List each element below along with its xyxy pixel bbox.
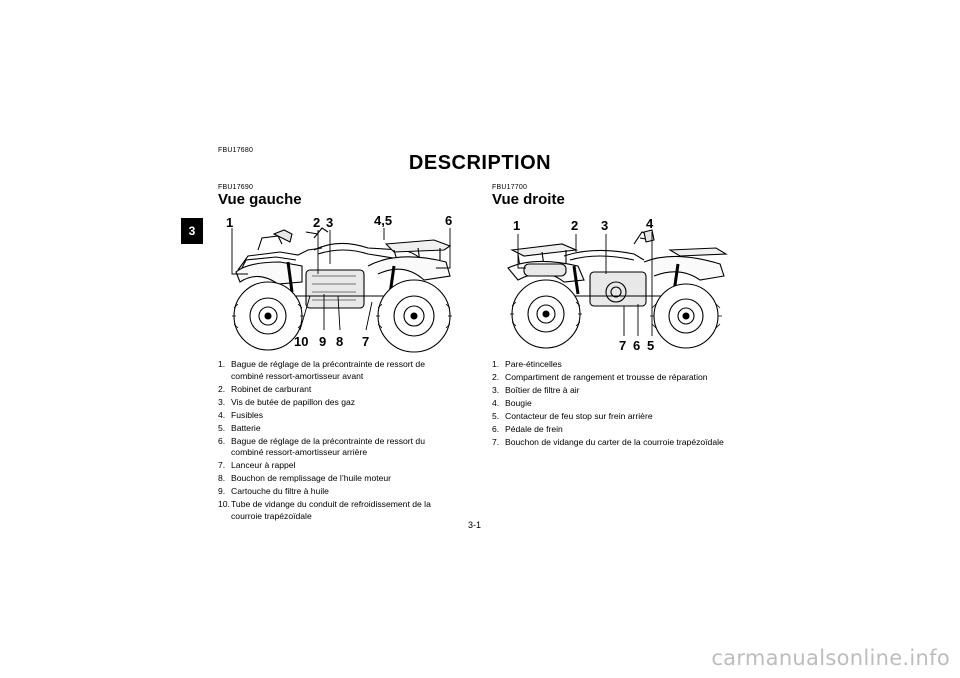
right-callout-4: 4 (646, 216, 654, 231)
atv-left-illustration (232, 227, 452, 353)
item-text: Bougie (505, 398, 532, 408)
page-number: 3-1 (468, 520, 482, 530)
list-item: 3. Boîtier de filtre à air (492, 385, 742, 397)
list-item: 9. Cartouche du filtre à huile (218, 486, 453, 498)
item-text: Bouchon de vidange du carter de la courr… (505, 437, 724, 447)
item-text: Boîtier de filtre à air (505, 385, 580, 395)
item-text: Pare-étincelles (505, 359, 562, 369)
list-item: 6. Bague de réglage de la précontrainte d… (218, 436, 453, 459)
list-item: 10.Tube de vidange du conduit de refroid… (218, 499, 453, 522)
list-item: 5. Contacteur de feu stop sur frein arriè… (492, 411, 742, 423)
item-number: 6. (492, 424, 500, 434)
list-item: 8. Bouchon de remplissage de l’huile mote… (218, 473, 453, 485)
item-text: Robinet de carburant (231, 383, 312, 394)
item-number: 10. (218, 499, 230, 509)
left-callout-7: 7 (362, 334, 369, 349)
list-item: 7. Lanceur à rappel (218, 460, 453, 472)
item-text: Vis de butée de papillon des gaz (231, 396, 356, 407)
left-callout-1: 1 (226, 215, 233, 230)
item-text: Lanceur à rappel (231, 460, 296, 470)
atv-right-illustration (507, 229, 728, 349)
item-number: 2. (492, 372, 500, 382)
right-section-title: Vue droite (492, 191, 565, 208)
left-view-diagram: 1 2 3 4,5 6 10 9 8 7 (226, 213, 452, 353)
right-legend-list: 1. Pare-étincelles 2. Compartiment de rang… (492, 359, 742, 450)
list-item: 3. Vis de butée de papillon des gaz (218, 397, 453, 409)
item-text: Tube de vidange du conduit de refroidiss… (231, 499, 431, 521)
left-section-title: Vue gauche (218, 191, 302, 208)
item-text: Bague de réglage de la précontrainte de … (231, 359, 425, 381)
header-code: FBU17680 (218, 147, 254, 154)
right-section-code: FBU17700 (492, 184, 528, 191)
item-text: Batterie (231, 422, 261, 433)
left-callout-6: 6 (445, 213, 452, 228)
item-number: 6. (218, 435, 226, 446)
item-number: 1. (218, 359, 226, 369)
list-item: 2. Compartiment de rangement et trousse d… (492, 372, 742, 384)
item-text: Cartouche du filtre à huile (231, 486, 329, 496)
right-callout-5: 5 (647, 338, 654, 353)
page-title: DESCRIPTION (408, 152, 552, 174)
list-item: 6. Pédale de frein (492, 424, 742, 436)
item-number: 5. (218, 422, 226, 433)
watermark-link[interactable]: carmanualsonline.info (711, 646, 950, 670)
right-callout-2: 2 (571, 218, 578, 233)
list-item: 1. Bague de réglage de la précontrainte d… (218, 359, 453, 382)
item-text: Compartiment de rangement et trousse de … (505, 372, 708, 382)
item-text: Fusibles (231, 409, 263, 420)
left-callout-4-5: 4,5 (374, 213, 392, 228)
left-callout-8: 8 (336, 334, 343, 349)
item-number: 7. (218, 460, 226, 470)
list-item: 2. Robinet de carburant (218, 384, 453, 396)
item-number: 4. (218, 409, 226, 420)
item-number: 3. (218, 396, 226, 407)
item-text: Contacteur de feu stop sur frein arrière (505, 411, 653, 421)
right-callout-1: 1 (513, 218, 520, 233)
left-callout-3: 3 (326, 215, 333, 230)
item-number: 2. (218, 383, 226, 394)
left-callout-9: 9 (319, 334, 326, 349)
right-callout-7: 7 (619, 338, 626, 353)
item-number: 9. (218, 486, 226, 496)
item-number: 5. (492, 411, 500, 421)
item-text: Pédale de frein (505, 424, 563, 434)
right-view-diagram: 1 2 3 4 7 6 5 (507, 216, 728, 353)
item-number: 7. (492, 437, 500, 447)
chapter-tab: 3 (181, 218, 203, 244)
list-item: 5. Batterie (218, 423, 453, 435)
list-item: 4. Fusibles (218, 410, 453, 422)
item-number: 4. (492, 398, 500, 408)
left-leader-lines (231, 228, 451, 331)
item-text: Bague de réglage de la précontrainte de … (231, 435, 425, 458)
right-leader-lines (517, 232, 653, 336)
list-item: 7. Bouchon de vidange du carter de la cou… (492, 437, 742, 449)
left-callout-10: 10 (294, 334, 308, 349)
left-callout-2: 2 (313, 215, 320, 230)
item-number: 3. (492, 385, 500, 395)
left-legend-list: 1. Bague de réglage de la précontrainte d… (218, 359, 453, 524)
item-text: Bouchon de remplissage de l’huile moteur (231, 473, 392, 483)
list-item: 1. Pare-étincelles (492, 359, 742, 371)
list-item: 4. Bougie (492, 398, 742, 410)
right-callout-6: 6 (633, 338, 640, 353)
item-number: 8. (218, 473, 226, 483)
item-number: 1. (492, 359, 500, 369)
right-callout-3: 3 (601, 218, 608, 233)
left-section-code: FBU17690 (218, 184, 254, 191)
